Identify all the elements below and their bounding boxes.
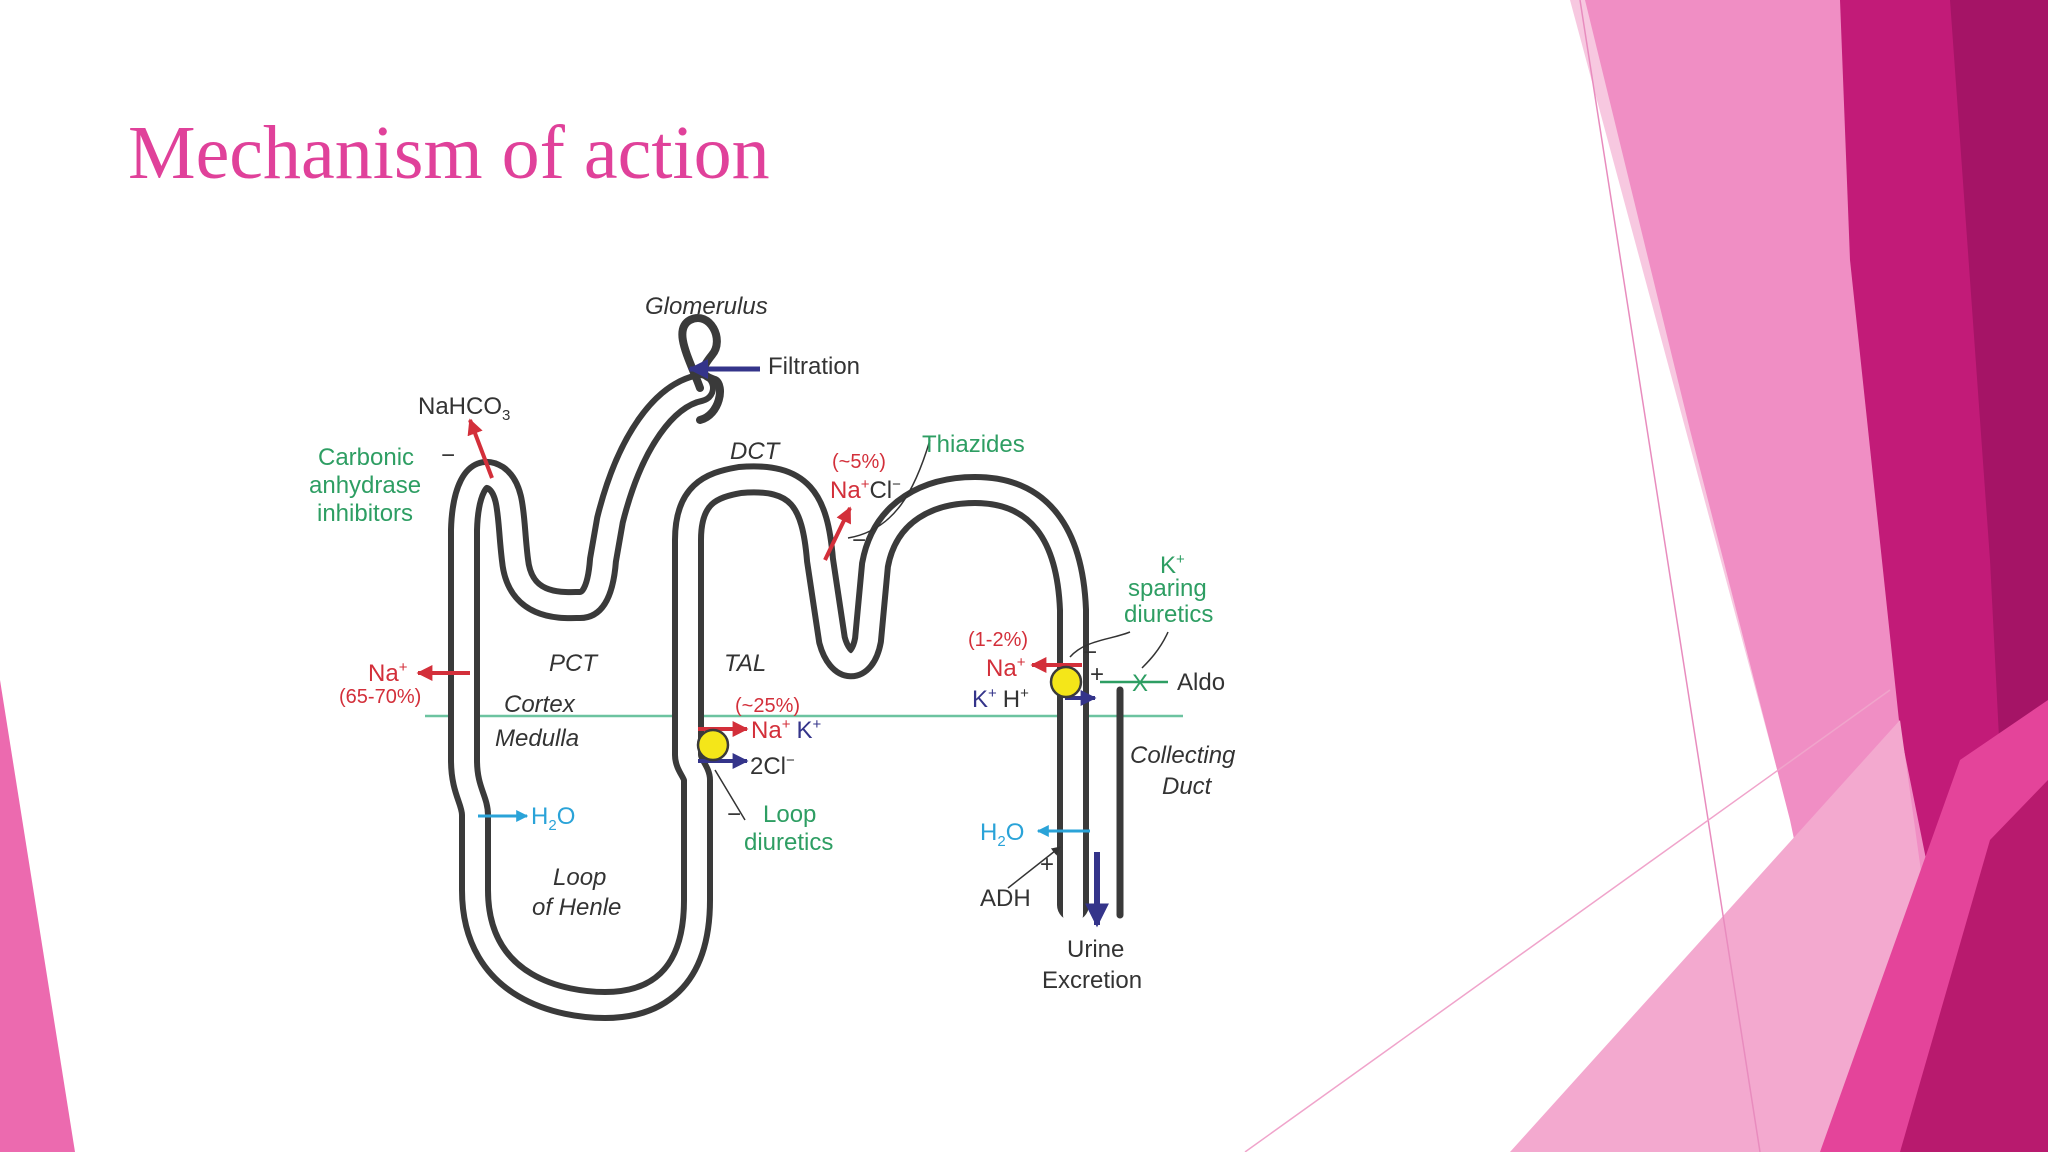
label-h2o-right: H2O [980, 819, 1024, 850]
label-glomerulus: Glomerulus [645, 293, 768, 320]
label-ca-minus: − [441, 442, 455, 469]
label-carbonic-1: Carbonic [318, 444, 414, 471]
label-carbonic-3: inhibitors [317, 500, 413, 527]
label-ksparing-2: sparing [1128, 575, 1207, 602]
label-na-pct: Na+ [368, 659, 408, 687]
label-aldo: Aldo [1177, 669, 1225, 696]
slide-title: Mechanism of action [128, 111, 770, 195]
label-loop-henle-1: Loop [553, 864, 606, 891]
ksparing-pointer [1069, 631, 1131, 658]
label-adh-plus: + [1040, 851, 1054, 878]
label-ksparing-1: K+ [1160, 551, 1185, 579]
label-urine-2: Excretion [1042, 967, 1142, 994]
label-medulla: Medulla [495, 725, 579, 752]
label-na-k: Na+K+ [751, 716, 821, 744]
label-nahco3: NaHCO3 [418, 393, 510, 424]
label-cortex: Cortex [504, 691, 576, 718]
label-thiazides: Thiazides [922, 431, 1025, 458]
deco-left-stripe [0, 680, 75, 1152]
nkcc2-pump [696, 728, 730, 762]
label-kh: K+H+ [972, 685, 1029, 713]
label-pct-5: (~5%) [832, 451, 886, 473]
label-tal: TAL [724, 650, 766, 677]
label-carbonic-2: anhydrase [309, 472, 421, 499]
label-adh: ADH [980, 885, 1031, 912]
adh-pointer [1007, 846, 1061, 889]
na-cl-arrow [823, 506, 852, 561]
label-aldo-x: X [1132, 670, 1148, 697]
label-thiazide-minus: − [852, 527, 866, 554]
label-na-cl: Na+Cl− [830, 476, 901, 504]
label-collecting-2: Duct [1162, 773, 1213, 800]
label-h2o-left: H2O [531, 803, 575, 834]
label-ksparing-3: diuretics [1124, 601, 1213, 628]
label-pct-25: (~25%) [735, 695, 800, 717]
label-loop-diuretics-2: diuretics [744, 829, 833, 856]
nephron-tubule [448, 372, 1124, 1021]
label-loop-diuretics-1: Loop [763, 801, 816, 828]
glomerulus-capsule [678, 314, 724, 424]
deco-thin-line-2 [1244, 689, 1891, 1152]
loop-pointer [714, 769, 746, 821]
nahco3-arrow [467, 418, 494, 479]
label-urine-1: Urine [1067, 936, 1124, 963]
label-pct-65: (65-70%) [339, 686, 421, 708]
label-aldo-plus: + [1090, 661, 1104, 688]
label-cd-minus: − [1083, 639, 1097, 666]
label-loop-minus: − [727, 801, 741, 828]
label-loop-henle-2: of Henle [532, 894, 621, 921]
deco-bottom-left-pink [1510, 720, 1960, 1152]
deco-thin-line-1 [1579, 0, 1761, 1152]
enac-pump [1049, 665, 1083, 699]
label-pct: PCT [549, 650, 599, 677]
label-dct: DCT [730, 438, 782, 465]
label-pct-12: (1-2%) [968, 629, 1028, 651]
thiazides-pointer [847, 439, 931, 539]
label-2cl: 2Cl− [750, 752, 795, 780]
label-collecting-1: Collecting [1130, 742, 1236, 769]
deco-bottom-right-deep [1900, 780, 2048, 1152]
label-na-cd: Na+ [986, 654, 1026, 682]
label-filtration: Filtration [768, 353, 860, 380]
aldo-pointer [1141, 631, 1169, 669]
